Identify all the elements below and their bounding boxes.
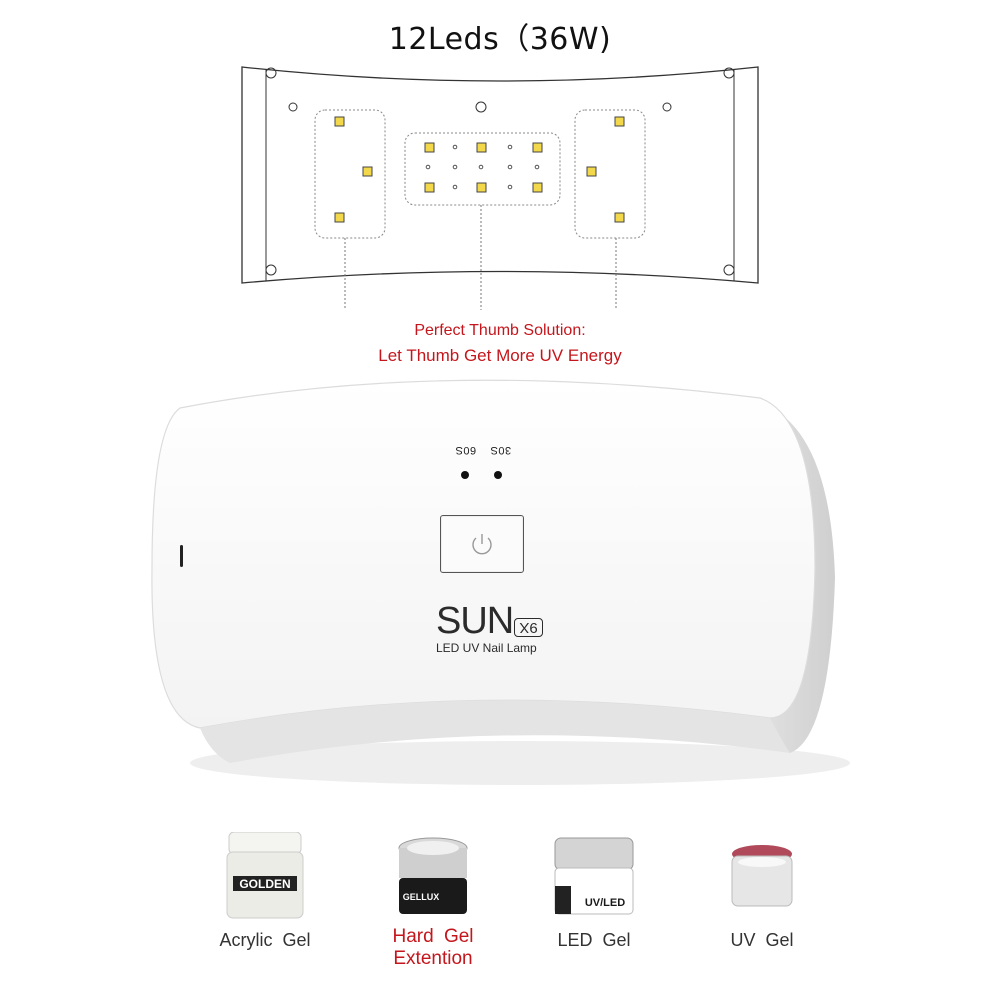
jar-brand-gellux: GELLUX <box>403 892 440 902</box>
lamp-body <box>151 379 850 785</box>
product-uv-gel: UV Gel <box>697 832 827 951</box>
led-gel-jar-image: UV/LED <box>554 837 634 915</box>
side-indicator-slot <box>180 545 183 567</box>
hard-gel-label-line2: Extention <box>393 948 473 969</box>
product-label-hard-gel: Hard Gel Extention <box>368 926 498 970</box>
thumb-energy-text: Let Thumb Get More UV Energy <box>378 346 622 365</box>
jar-brand-golden: GOLDEN <box>239 877 290 891</box>
power-icon <box>472 534 492 555</box>
product-acrylic-gel: GOLDEN Acrylic Gel <box>200 832 330 951</box>
product-hard-gel: GELLUX Hard Gel Extention <box>368 832 498 970</box>
hard-gel-jar-image: GELLUX <box>398 837 468 914</box>
product-label-led-gel: LED Gel <box>557 930 631 950</box>
uv-gel-jar-image <box>731 845 793 907</box>
product-label-acrylic-gel: Acrylic Gel <box>219 930 311 950</box>
brand-subtitle: LED UV Nail Lamp <box>436 641 537 655</box>
brand-model-badge: 9X <box>514 618 543 637</box>
jar-text-uvled: UV/LED <box>585 897 625 909</box>
timer-60s-indicator <box>461 471 469 479</box>
acrylic-gel-jar-image: GOLDEN <box>226 832 304 919</box>
brand-name: SUN <box>436 600 514 642</box>
product-led-gel: UV/LED LED Gel <box>529 832 659 951</box>
page-title: 12Leds（36W) <box>388 22 612 57</box>
product-label-uv-gel: UV Gel <box>730 930 794 950</box>
power-button[interactable] <box>440 515 524 573</box>
timer-30s-indicator <box>494 471 502 479</box>
timer-30s-label: 30S <box>490 444 512 456</box>
thumb-solution-text: Perfect Thumb Solution: <box>414 322 586 339</box>
timer-60s-label: 60S <box>455 444 477 456</box>
led-layout-diagram <box>241 66 759 310</box>
hard-gel-label-line1: Hard Gel <box>392 926 474 947</box>
